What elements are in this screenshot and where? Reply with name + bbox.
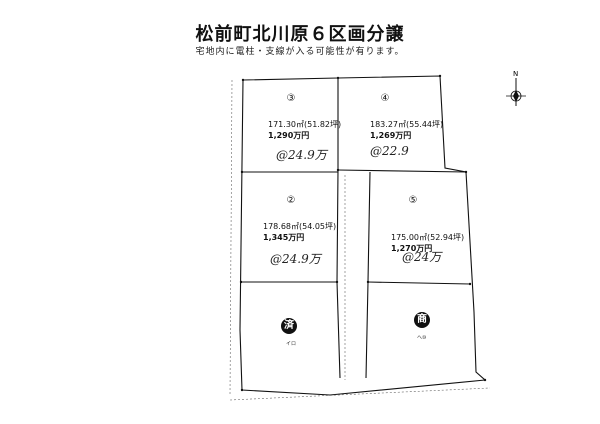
lot-1-sub-label: イロ	[286, 341, 297, 347]
lot-1-sold-stamp: 済	[281, 318, 297, 334]
lot-4-handwritten-rate: @22.9	[370, 144, 409, 158]
lot-divider-4	[367, 281, 471, 285]
lot-2-area: 178.68㎡(54.05坪)	[263, 222, 337, 231]
lot-3-area: 171.30㎡(51.82坪)	[268, 120, 342, 129]
site-boundary	[239, 75, 487, 396]
notice-text: 宅地内に電柱・支線が入る可能性が有ります。	[195, 47, 405, 57]
lot-5-handwritten-rate: @24万	[402, 250, 442, 264]
road-line-bottom	[229, 387, 491, 401]
lot-3-price: 1,290万円	[268, 130, 310, 140]
lot-5-number: ⑤	[408, 195, 418, 206]
lot-5-info: 175.00㎡(52.94坪) 1,270万円	[391, 233, 464, 255]
lot-3-info: 171.30㎡(51.82坪) 1,290万円	[268, 120, 341, 142]
lot-3-number: ③	[286, 93, 296, 104]
lot-divider-vertical-right	[365, 171, 371, 379]
lot-4-number: ④	[380, 93, 390, 104]
compass-letter: N	[513, 70, 518, 78]
lot-2-number: ②	[286, 195, 296, 206]
lot-2-info: 178.68㎡(54.05坪) 1,345万円	[263, 222, 336, 244]
lot-4-info: 183.27㎡(55.44坪) 1,269万円	[370, 120, 443, 142]
lot-divider-2	[337, 169, 467, 173]
lot-4-price: 1,269万円	[370, 130, 412, 140]
north-arrow-icon: N	[504, 68, 528, 108]
lot-3-handwritten-rate: @24.9万	[276, 148, 327, 162]
lot-5-price: 1,270万円	[391, 243, 433, 253]
lot-6-negotiation-stamp: 商	[414, 312, 430, 328]
lot-2-handwritten-rate: @24.9万	[270, 252, 321, 266]
lot-2-price: 1,345万円	[263, 232, 305, 242]
road-line-left	[229, 79, 233, 396]
page-title: 松前町北川原６区画分譲	[195, 24, 405, 45]
lot-6-sub-label: ヘ⑩	[417, 335, 427, 341]
lot-divider-vertical	[336, 78, 341, 379]
lot-4-area: 183.27㎡(55.44坪)	[370, 120, 444, 129]
lot-5-area: 175.00㎡(52.94坪)	[391, 233, 465, 242]
